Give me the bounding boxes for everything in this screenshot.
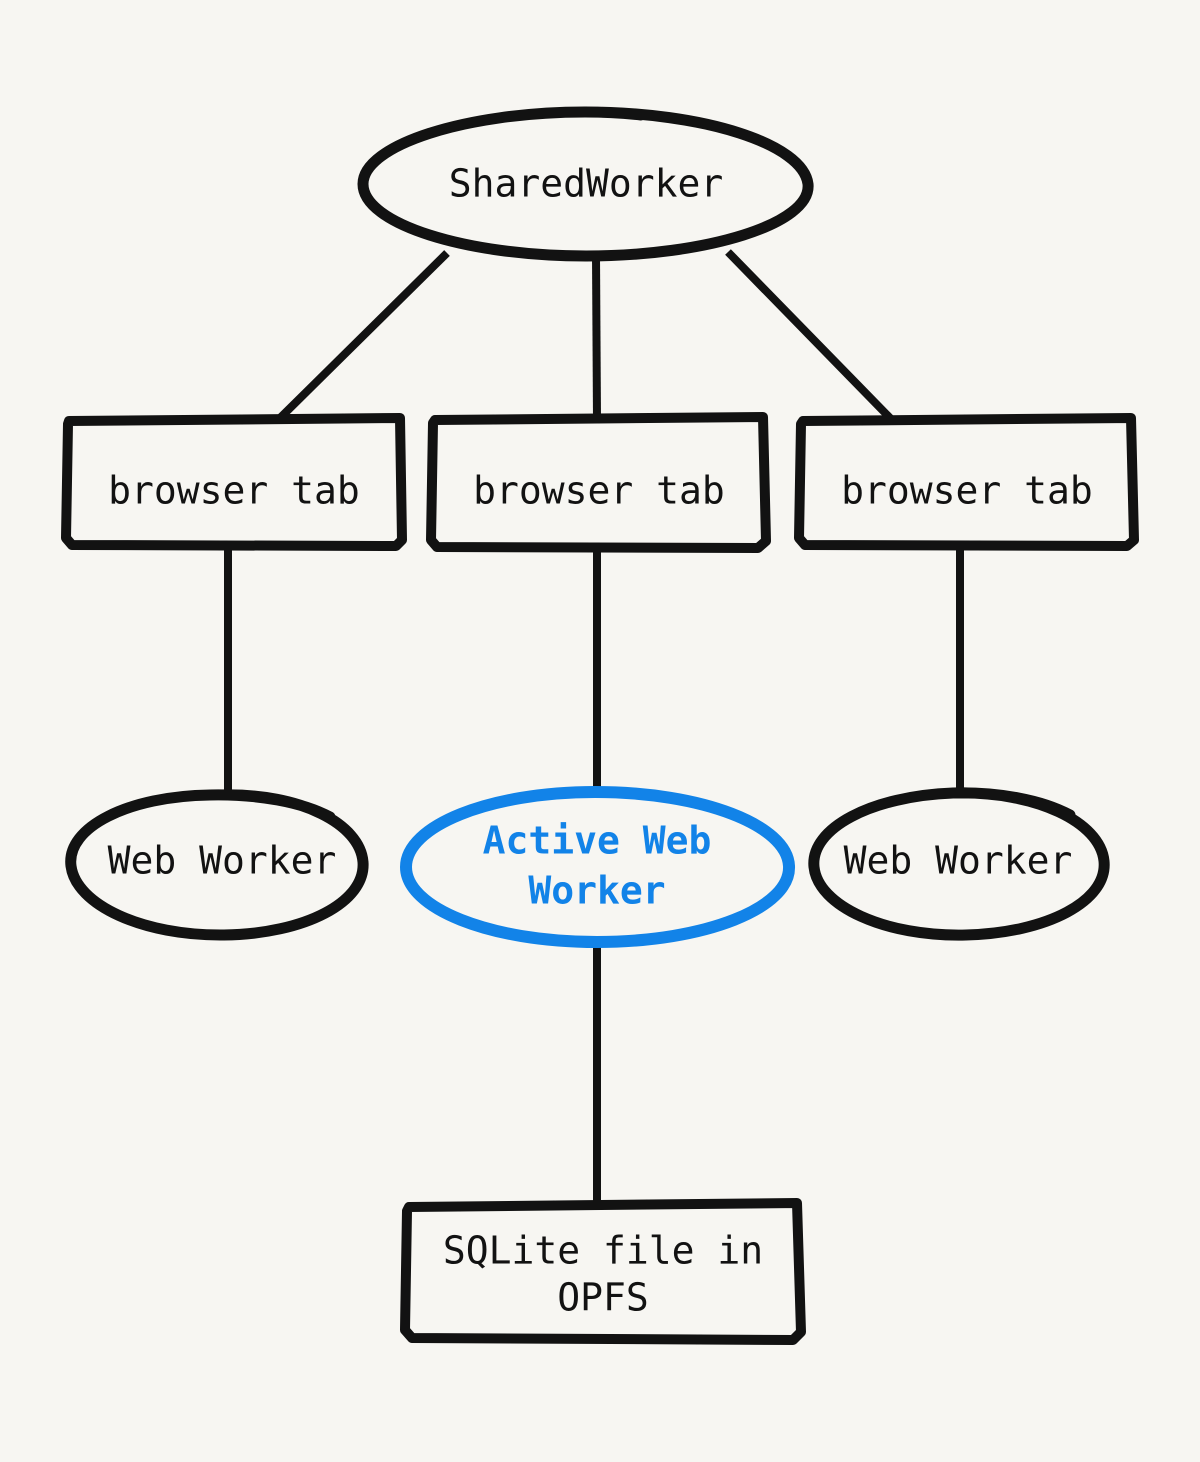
shared-worker-ellipse-shape (357, 106, 814, 262)
active-web-worker-label-line1: Active Web (483, 819, 712, 863)
sqlite-file-label-line2: OPFS (557, 1276, 649, 1320)
edge-sharedworker-to-browser-tab-left (275, 250, 450, 423)
sqlite-file-label-line1: SQLite file in (443, 1229, 763, 1273)
browser-tab-left-label: browser tab (108, 469, 360, 513)
node-web-worker-right[interactable]: Web Worker (808, 787, 1110, 941)
shared-worker-label: SharedWorker (449, 162, 724, 206)
node-sqlite-file[interactable]: SQLite file in OPFS (400, 1198, 806, 1345)
edge-group (224, 249, 964, 1207)
node-web-worker-left[interactable]: Web Worker (65, 789, 369, 941)
node-shared-worker[interactable]: SharedWorker (357, 106, 814, 262)
active-web-worker-ellipse-shape (400, 786, 795, 948)
edge-sharedworker-to-browser-tab-center (592, 255, 601, 421)
browser-tab-right-rect-shape (794, 413, 1139, 551)
node-active-web-worker[interactable]: Active Web Worker (400, 786, 795, 948)
browser-tab-center-label: browser tab (473, 469, 725, 513)
node-browser-tab-left[interactable]: browser tab (61, 413, 407, 551)
node-browser-tab-right[interactable]: browser tab (794, 413, 1139, 551)
edge-sharedworker-to-browser-tab-right (725, 249, 896, 424)
browser-tab-center-rect-shape (426, 412, 771, 553)
sqlite-file-rect-shape (400, 1198, 806, 1345)
browser-tab-left-rect-shape (61, 413, 407, 551)
web-worker-left-ellipse-shape (65, 789, 369, 941)
active-web-worker-label-line2: Worker (528, 869, 665, 913)
web-worker-right-ellipse-shape (808, 787, 1110, 941)
node-browser-tab-center[interactable]: browser tab (426, 412, 771, 553)
web-worker-left-label: Web Worker (108, 839, 337, 883)
browser-tab-right-label: browser tab (841, 469, 1093, 513)
web-worker-right-label: Web Worker (844, 839, 1073, 883)
